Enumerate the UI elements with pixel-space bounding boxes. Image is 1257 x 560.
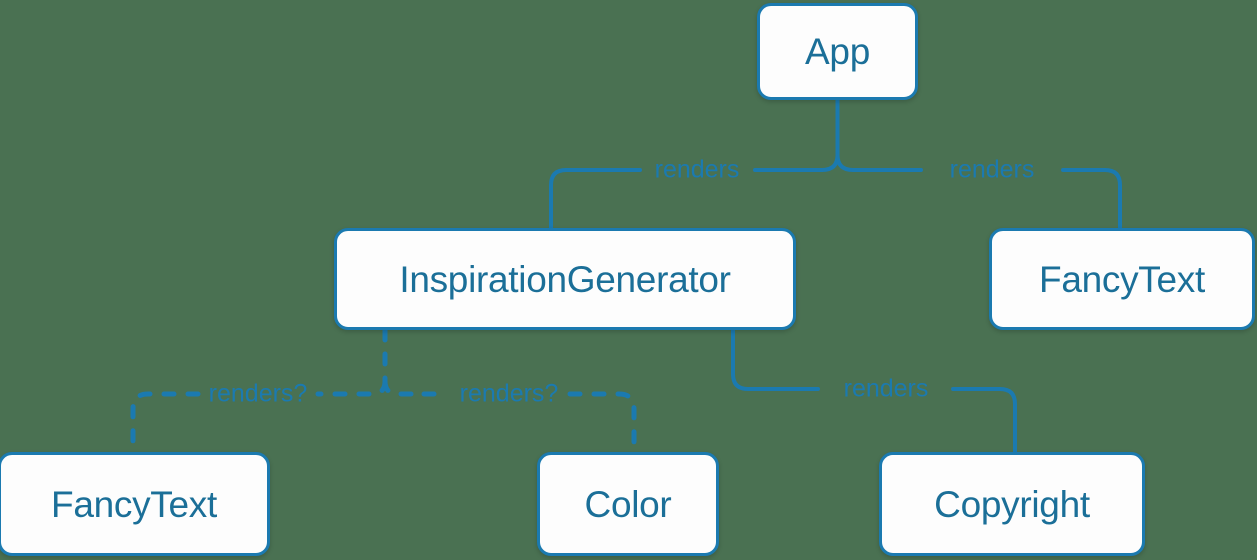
edge-label-app-to-fancytext: renders [949,155,1035,184]
node-fancytext-right[interactable]: FancyText [989,228,1255,330]
edge-app-stem [820,98,840,172]
edge-label-inspirationgenerator-to-color: renders? [459,379,559,408]
edge-inspirationgenerator-fork-right [382,378,427,397]
edge-app-stem-right [835,153,855,172]
node-app[interactable]: App [757,3,918,100]
node-color-label: Color [584,483,672,525]
edge-app-to-inspirationgenerator [549,168,824,230]
node-inspiration-generator[interactable]: InspirationGenerator [334,228,796,330]
edge-inspirationgenerator-fork-left [342,378,388,397]
node-fancytext-right-label: FancyText [1039,258,1205,300]
node-copyright-label: Copyright [934,483,1090,525]
edge-label-inspirationgenerator-to-copyright: renders [843,374,929,403]
node-fancytext-left-label: FancyText [51,483,217,525]
edge-app-to-fancytext [851,168,1122,230]
edge-label-inspirationgenerator-to-fancytext: renders? [208,379,308,408]
node-inspiration-generator-label: InspirationGenerator [399,258,731,300]
node-app-label: App [805,31,870,72]
edge-inspirationgenerator-to-fancytext [130,391,348,455]
edge-inspirationgenerator-to-color [421,391,637,455]
node-color[interactable]: Color [537,452,719,556]
node-copyright[interactable]: Copyright [879,452,1145,556]
edge-inspirationgenerator-to-copyright [731,328,1017,454]
node-fancytext-left[interactable]: FancyText [0,452,270,556]
edge-label-app-to-inspirationgenerator: renders [654,155,740,184]
